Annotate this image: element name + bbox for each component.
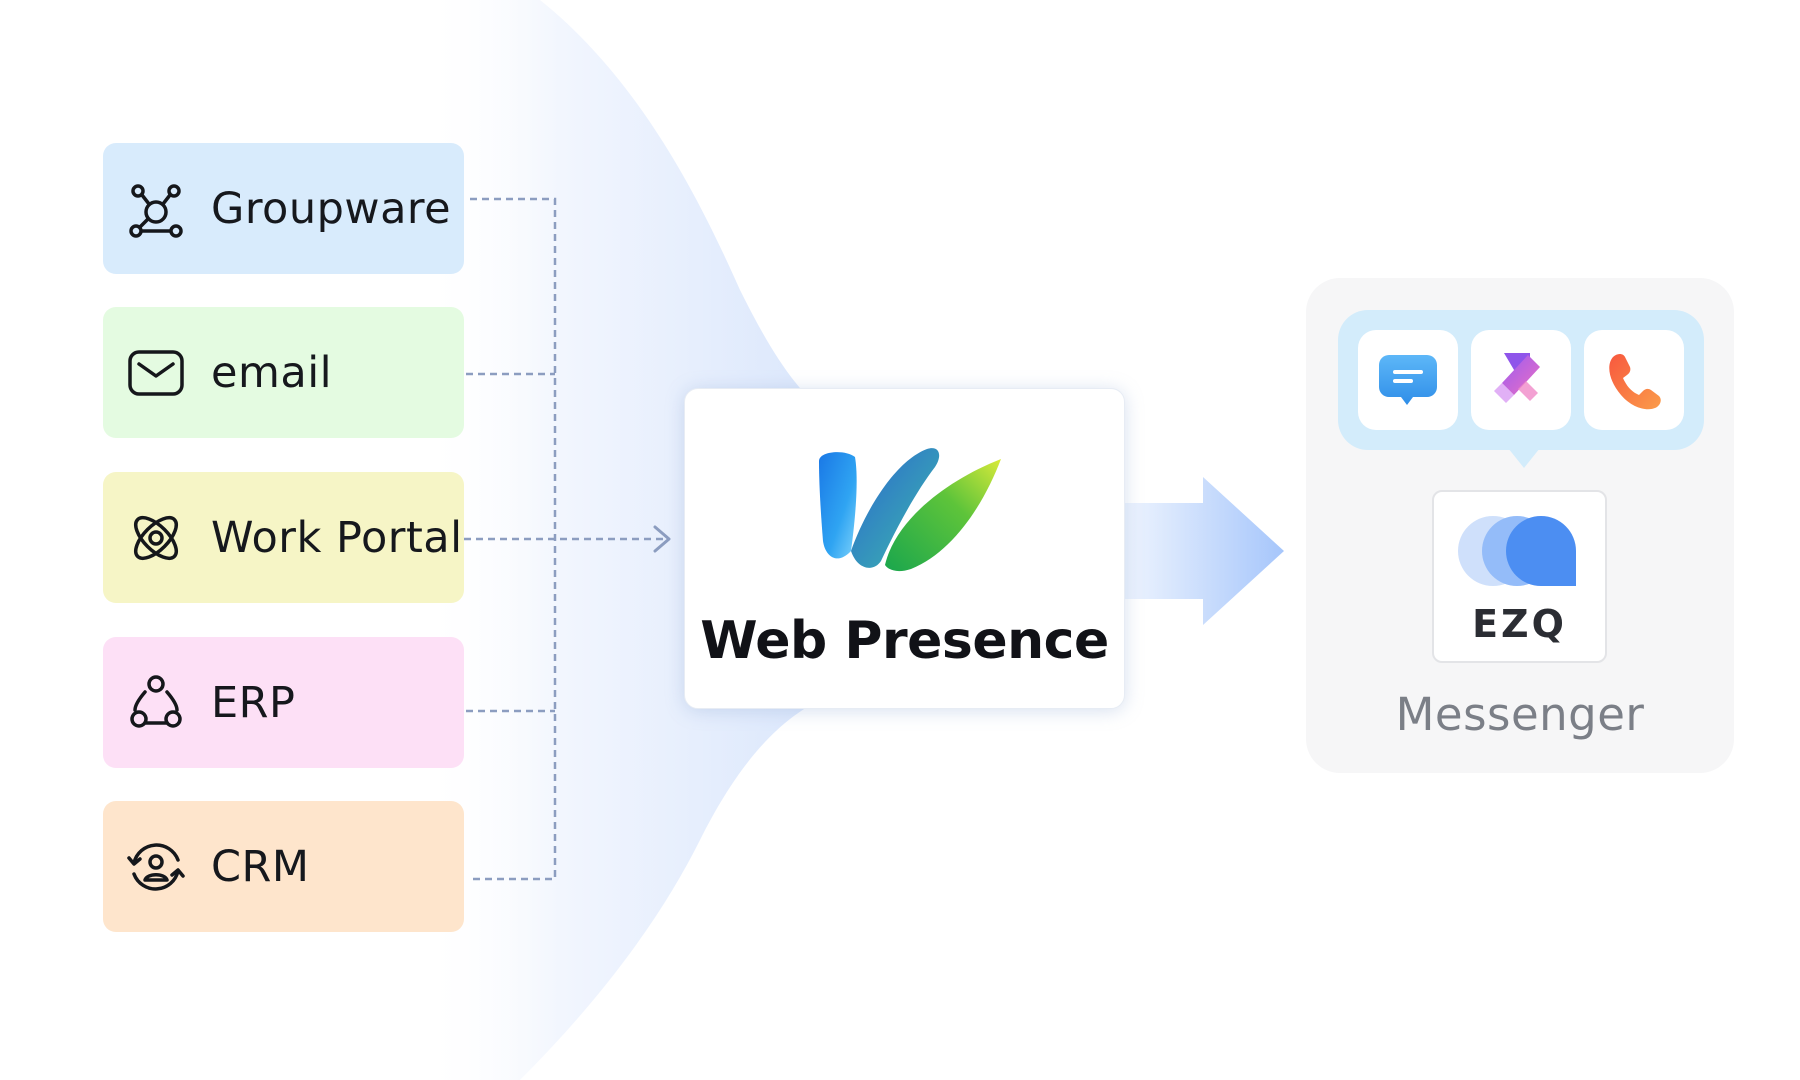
- source-label-erp: ERP: [211, 677, 296, 728]
- source-card-crm: CRM: [103, 801, 464, 932]
- ezq-app-tile: EZQ: [1432, 490, 1607, 663]
- connector-lines: [464, 197, 668, 881]
- hub-label: Web Presence: [700, 611, 1109, 671]
- atom-icon: [125, 507, 187, 569]
- source-label-groupware: Groupware: [211, 183, 452, 234]
- call-app-tile: [1584, 330, 1684, 430]
- source-label-crm: CRM: [211, 841, 310, 892]
- envelope-icon: [125, 342, 187, 404]
- call-app-icon: [1609, 354, 1661, 410]
- todo-app-tile: [1471, 330, 1571, 430]
- messenger-label: Messenger: [1395, 688, 1645, 741]
- source-card-email: email: [103, 307, 464, 438]
- chat-app-tile: [1358, 330, 1458, 430]
- messenger-panel: EZQ Messenger: [1306, 278, 1734, 773]
- web-presence-logo-icon: [819, 448, 1001, 572]
- ezq-logo-icon: [1458, 516, 1576, 586]
- user-cycle-icon: [125, 836, 187, 898]
- source-label-email: email: [211, 347, 333, 398]
- network-nodes-icon: [125, 178, 187, 240]
- source-card-erp: ERP: [103, 637, 464, 768]
- app-bubble: [1338, 310, 1704, 468]
- source-card-workportal: Work Portal: [103, 472, 464, 603]
- bubble-tail: [1508, 448, 1540, 468]
- source-label-workportal: Work Portal: [211, 512, 463, 563]
- connector-arrowhead: [653, 525, 671, 553]
- chat-app-icon: [1379, 355, 1437, 405]
- source-card-groupware: Groupware: [103, 143, 464, 274]
- ezq-wordmark: EZQ: [1472, 602, 1567, 646]
- todo-app-icon: [1494, 353, 1540, 403]
- flow-arrow: [1125, 477, 1284, 625]
- web-presence-hub: Web Presence: [684, 388, 1125, 709]
- org-structure-icon: [125, 672, 187, 734]
